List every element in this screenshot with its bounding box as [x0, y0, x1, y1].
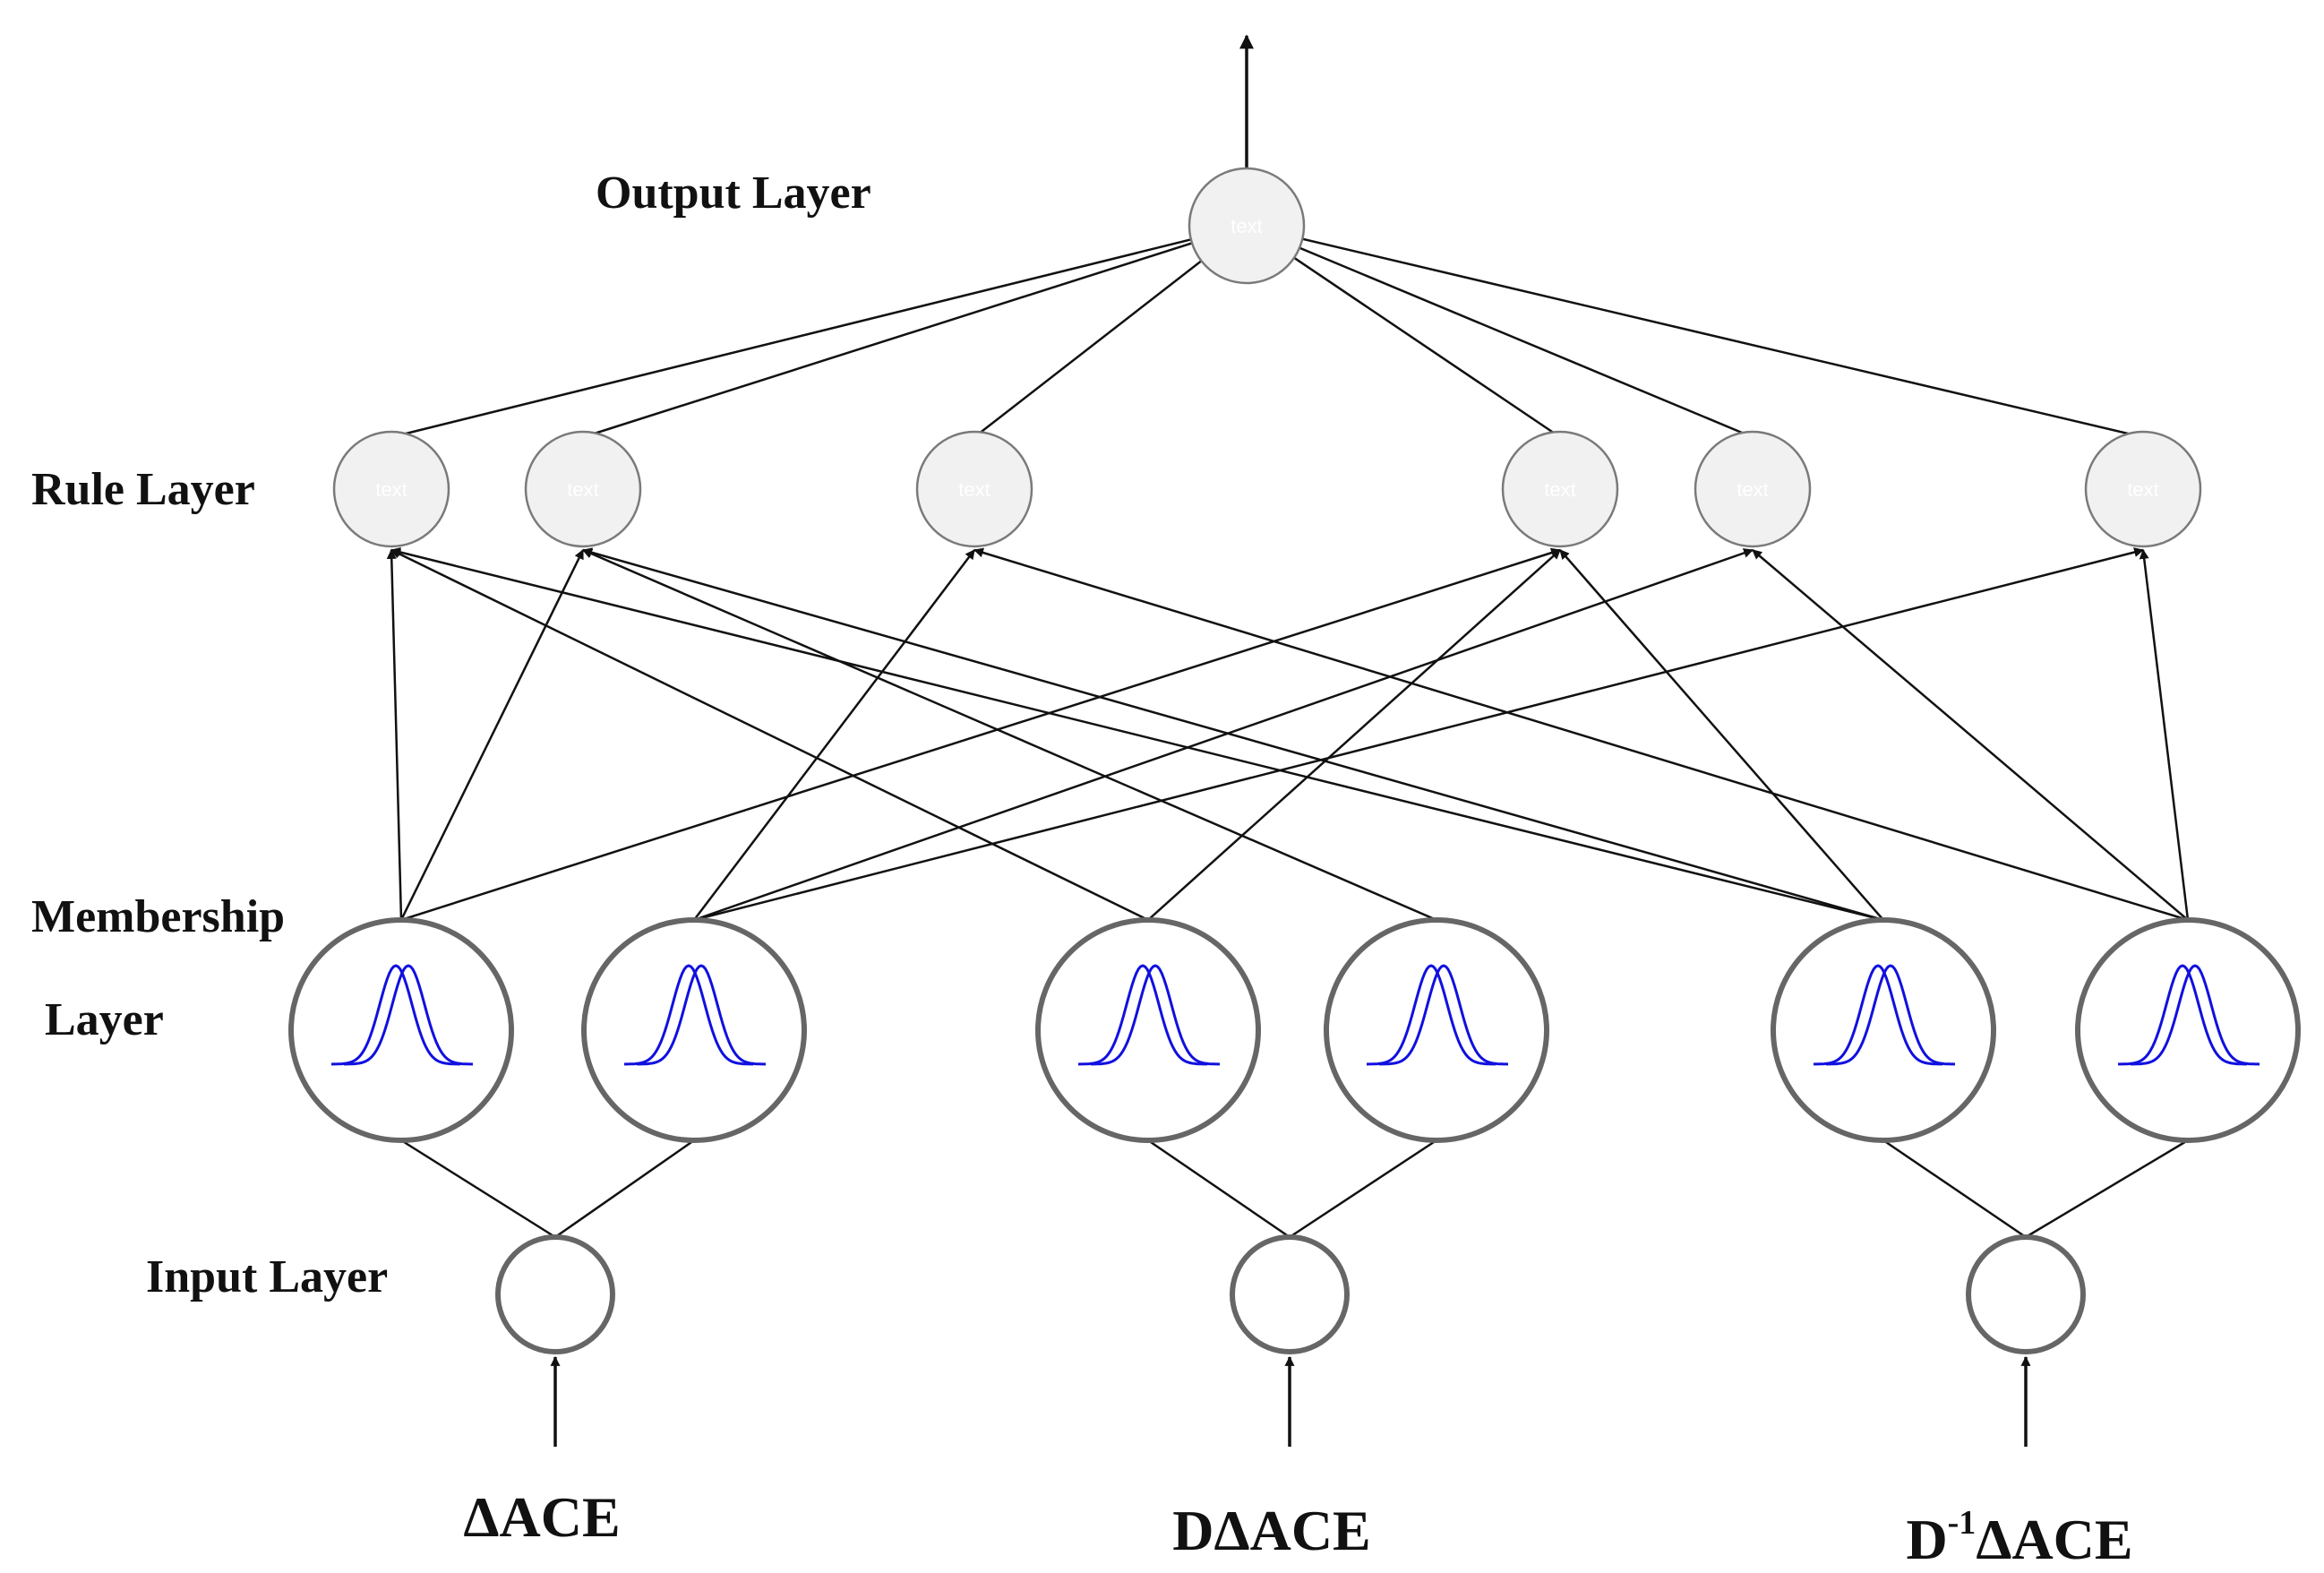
gaussian-curve: [1366, 964, 1496, 1066]
rule-node: [332, 430, 450, 548]
gaussian-membership-icon: [2117, 964, 2260, 1066]
rule-output-edge: [390, 224, 1248, 439]
membership-rule-edge: [399, 549, 585, 921]
gaussian-curve: [1378, 964, 1509, 1066]
membership-node: [2075, 917, 2301, 1143]
rule-node-text: text: [958, 478, 990, 501]
rule-node-text: text: [2127, 478, 2158, 501]
membership-rule-edge: [386, 548, 403, 921]
gaussian-membership-icon: [623, 964, 767, 1066]
membership-rule-edge: [2139, 548, 2190, 921]
input-node: [1966, 1234, 2086, 1354]
input-label-dinv-ace: D-1ΔACE: [1906, 1504, 2132, 1571]
gaussian-curve: [1090, 964, 1221, 1066]
input-membership-edge: [1882, 1139, 2027, 1239]
gaussian-curve: [623, 964, 754, 1066]
input-layer-label: Input Layer: [146, 1251, 388, 1302]
nodes: text text text text text text text: [288, 167, 2301, 1354]
rule-output-edge: [582, 224, 1248, 439]
rule-node: [524, 430, 642, 548]
rule-node: [1694, 430, 1812, 548]
membership-node: [1771, 917, 1996, 1143]
membership-rule-edge: [693, 547, 2145, 922]
rule-node: [2084, 430, 2202, 548]
input-membership-edge: [554, 1139, 695, 1239]
rule-output-edge: [1246, 224, 2144, 439]
input-label-dace: DΔACE: [1172, 1499, 1370, 1562]
rule-output-edge: [1246, 224, 1754, 439]
membership-rule-edge: [581, 547, 1884, 922]
rule-node-text: text: [1737, 478, 1768, 501]
input-node: [495, 1234, 615, 1354]
output-node-text: text: [1231, 215, 1262, 237]
connections: [386, 224, 2190, 1447]
membership-node: [1035, 917, 1261, 1143]
gaussian-curve: [2117, 964, 2248, 1066]
input-label-ace: ΔACE: [463, 1485, 620, 1549]
membership-rule-edge: [693, 548, 1754, 922]
membership-rule-edge: [390, 547, 1884, 922]
membership-node: [581, 917, 807, 1143]
gaussian-curve: [636, 964, 767, 1066]
output-layer-label: Output Layer: [596, 168, 871, 219]
membership-layer-label: Membership: [31, 891, 285, 942]
input-membership-edge: [2025, 1139, 2189, 1239]
rule-node: [915, 430, 1033, 548]
gaussian-membership-icon: [1366, 964, 1509, 1066]
membership-rule-edge: [390, 548, 1149, 922]
gaussian-curve: [343, 964, 474, 1066]
membership-node: [288, 917, 514, 1143]
input-membership-edge: [1289, 1139, 1437, 1239]
gaussian-curve: [2130, 964, 2260, 1066]
gaussian-membership-icon: [330, 964, 474, 1066]
membership-rule-edge: [581, 548, 1437, 922]
membership-rule-edge: [1559, 549, 1884, 921]
gaussian-membership-icon: [1813, 964, 1956, 1066]
input-membership-edge: [1147, 1139, 1291, 1239]
gaussian-curve: [1077, 964, 1208, 1066]
input-membership-edge: [400, 1139, 556, 1239]
membership-rule-edge: [693, 549, 975, 921]
membership-rule-edge: [1752, 549, 2189, 921]
membership-rule-edge: [973, 547, 2189, 922]
membership-rule-edge: [1147, 549, 1561, 921]
input-node: [1230, 1234, 1350, 1354]
rule-output-edge: [1246, 224, 1561, 439]
rule-node: [1501, 430, 1619, 548]
rule-layer-label: Rule Layer: [31, 464, 255, 515]
rule-node-text: text: [375, 478, 407, 501]
gaussian-curve: [330, 964, 461, 1066]
gaussian-membership-icon: [1077, 964, 1221, 1066]
rule-node-text: text: [1544, 478, 1575, 501]
output-node: [1188, 167, 1306, 285]
membership-rule-edge: [400, 547, 1562, 922]
membership-layer-label-2: Layer: [45, 994, 164, 1045]
gaussian-curve: [1825, 964, 1956, 1066]
membership-node: [1324, 917, 1549, 1143]
rule-node-text: text: [567, 478, 598, 501]
gaussian-curve: [1813, 964, 1943, 1066]
